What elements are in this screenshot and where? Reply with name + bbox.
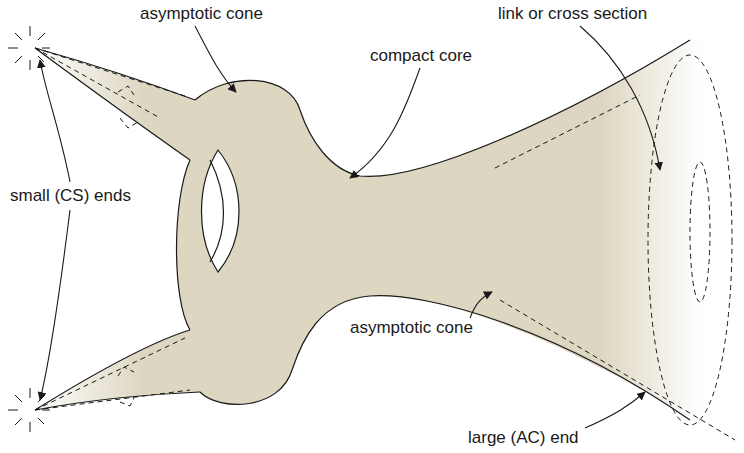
hole-edge bbox=[210, 160, 224, 262]
callout-label: asymptotic cone bbox=[350, 318, 473, 338]
asymptotic-cone-lines bbox=[35, 48, 735, 440]
singular-point bbox=[8, 26, 50, 432]
core-hole bbox=[202, 150, 240, 272]
leader-arrows bbox=[40, 26, 660, 428]
callout-label: link or cross section bbox=[498, 4, 647, 24]
outline bbox=[35, 40, 690, 420]
callout-label: large (AC) end bbox=[468, 428, 579, 448]
callout-label: asymptotic cone bbox=[140, 4, 263, 24]
callout-label: small (CS) ends bbox=[10, 186, 131, 206]
manifold-body bbox=[35, 10, 744, 453]
callout-label: compact core bbox=[370, 46, 472, 66]
